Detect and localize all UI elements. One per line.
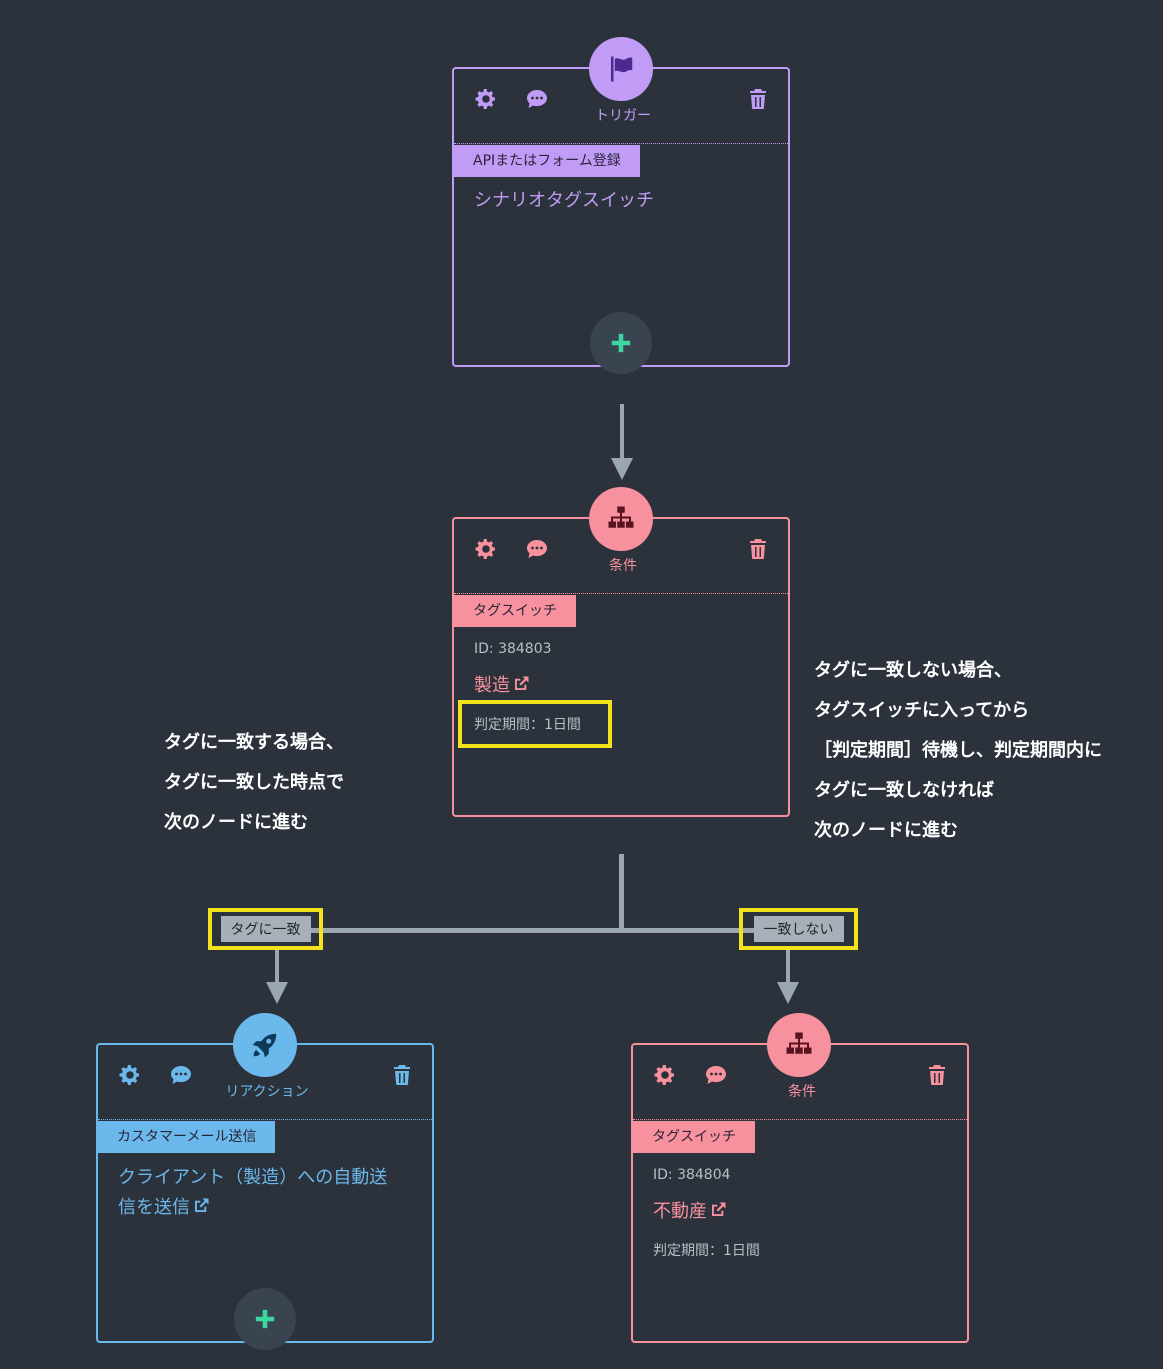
gear-icon[interactable] — [474, 537, 498, 561]
trash-icon[interactable] — [746, 537, 770, 561]
connector-line — [620, 404, 624, 460]
note-line: タグスイッチに入ってから — [814, 700, 1030, 721]
branch-label-nomatch[interactable]: 一致しない — [739, 908, 858, 950]
trash-icon[interactable] — [390, 1063, 414, 1087]
node-type-label: 条件 — [788, 1084, 816, 1100]
branch-label-nomatch-text: 一致しない — [753, 916, 844, 942]
note-line: タグに一致しなければ — [814, 780, 994, 801]
condition-node-header: 条件 — [454, 519, 788, 594]
note-line: タグに一致しない場合、 — [814, 660, 1012, 681]
connector-line — [275, 946, 279, 982]
gear-icon[interactable] — [474, 87, 498, 111]
node-type-label: リアクション — [225, 1084, 309, 1100]
arrow-down-icon — [611, 458, 633, 480]
comment-icon[interactable] — [704, 1063, 728, 1087]
branch-line — [276, 928, 789, 933]
external-link-icon — [192, 1195, 210, 1213]
reaction-title-line: クライアント（製造）への自動送 — [118, 1167, 388, 1188]
node-id: ID: 384803 — [474, 641, 552, 657]
add-node-button[interactable] — [590, 312, 652, 374]
comment-icon[interactable] — [525, 537, 549, 561]
trash-icon[interactable] — [746, 87, 770, 111]
connector-line — [786, 946, 790, 982]
note-left: タグに一致する場合、 タグに一致した時点で 次のノードに進む — [164, 723, 344, 843]
gear-icon[interactable] — [653, 1063, 677, 1087]
sitemap-icon — [767, 1013, 831, 1077]
trigger-node-header: トリガー — [454, 69, 788, 144]
external-link-icon — [709, 1199, 727, 1217]
tag-link[interactable]: 製造 — [474, 671, 530, 701]
branch-label-match-text: タグに一致 — [220, 916, 311, 942]
connector-line — [619, 854, 624, 932]
gear-icon[interactable] — [118, 1063, 142, 1087]
branch-label-match[interactable]: タグに一致 — [208, 908, 323, 950]
note-line: タグに一致する場合、 — [164, 732, 344, 753]
flag-icon — [589, 37, 653, 101]
reaction-title-line-2: 信を送信 — [118, 1193, 418, 1223]
condition-tag: タグスイッチ — [454, 595, 576, 627]
note-line: ［判定期間］待機し、判定期間内に — [814, 740, 1102, 761]
condition-node[interactable]: 条件 タグスイッチ ID: 384803 製造 判定期間：1日間 — [452, 517, 790, 817]
arrow-down-icon — [777, 982, 799, 1004]
note-line: タグに一致した時点で — [164, 772, 344, 793]
judgement-period: 判定期間：1日間 — [474, 717, 581, 733]
condition-node-header: 条件 — [633, 1045, 967, 1120]
comment-icon[interactable] — [169, 1063, 193, 1087]
node-type-label: 条件 — [609, 558, 637, 574]
reaction-title[interactable]: クライアント（製造）への自動送 信を送信 — [118, 1163, 418, 1223]
node-id: ID: 384804 — [653, 1167, 731, 1183]
note-right: タグに一致しない場合、 タグスイッチに入ってから ［判定期間］待機し、判定期間内… — [814, 651, 1102, 851]
condition-tag: タグスイッチ — [633, 1121, 755, 1153]
reaction-node-header: リアクション — [98, 1045, 432, 1120]
judgement-period: 判定期間：1日間 — [653, 1243, 760, 1259]
tag-link[interactable]: 不動産 — [653, 1197, 727, 1227]
reaction-tag: カスタマーメール送信 — [98, 1121, 276, 1153]
arrow-down-icon — [266, 982, 288, 1004]
comment-icon[interactable] — [525, 87, 549, 111]
trigger-tag: APIまたはフォーム登録 — [454, 145, 640, 177]
period-highlight — [458, 700, 612, 748]
condition-node-2[interactable]: 条件 タグスイッチ ID: 384804 不動産 判定期間：1日間 — [631, 1043, 969, 1343]
rocket-icon — [233, 1013, 297, 1077]
add-node-button[interactable] — [234, 1288, 296, 1350]
node-type-label: トリガー — [595, 108, 651, 124]
external-link-icon — [512, 673, 530, 691]
sitemap-icon — [589, 487, 653, 551]
tag-link-text: 不動産 — [653, 1201, 707, 1222]
note-line: 次のノードに進む — [814, 820, 958, 841]
note-line: 次のノードに進む — [164, 812, 308, 833]
tag-link-text: 製造 — [474, 675, 510, 696]
trigger-title[interactable]: シナリオタグスイッチ — [474, 190, 654, 211]
trash-icon[interactable] — [925, 1063, 949, 1087]
